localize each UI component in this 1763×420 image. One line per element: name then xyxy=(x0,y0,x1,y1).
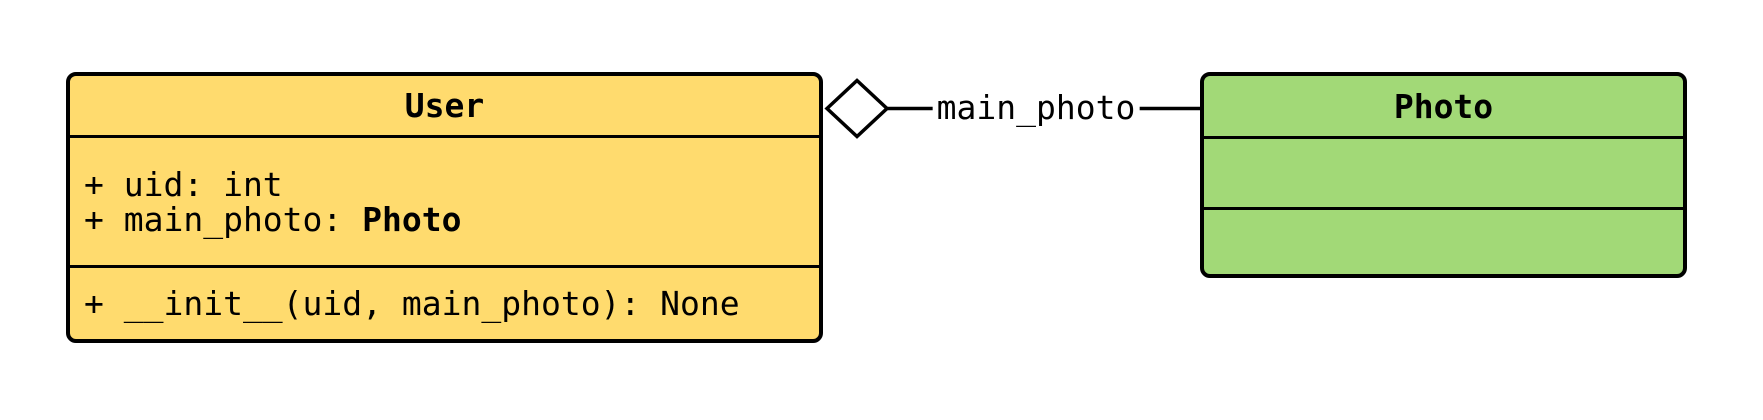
attribute-row: + uid: int xyxy=(84,167,819,202)
relation-label: main_photo xyxy=(932,88,1140,128)
attribute-type: Photo xyxy=(362,199,462,239)
photo-class-title: Photo xyxy=(1204,76,1683,139)
user-attributes-section: + uid: int + main_photo: Photo xyxy=(70,138,819,268)
attribute-text: + uid: int xyxy=(84,164,283,204)
aggregation-diamond-icon xyxy=(824,78,890,139)
class-box-user: User + uid: int + main_photo: Photo + __… xyxy=(66,72,823,343)
photo-methods-section xyxy=(1204,210,1683,274)
method-row: + __init__(uid, main_photo): None xyxy=(84,284,740,323)
attribute-text: + main_photo: xyxy=(84,199,363,239)
class-box-photo: Photo xyxy=(1200,72,1687,278)
user-methods-section: + __init__(uid, main_photo): None xyxy=(70,268,819,339)
user-class-title: User xyxy=(70,76,819,138)
photo-attributes-section xyxy=(1204,139,1683,210)
attribute-row: + main_photo: Photo xyxy=(84,202,819,237)
